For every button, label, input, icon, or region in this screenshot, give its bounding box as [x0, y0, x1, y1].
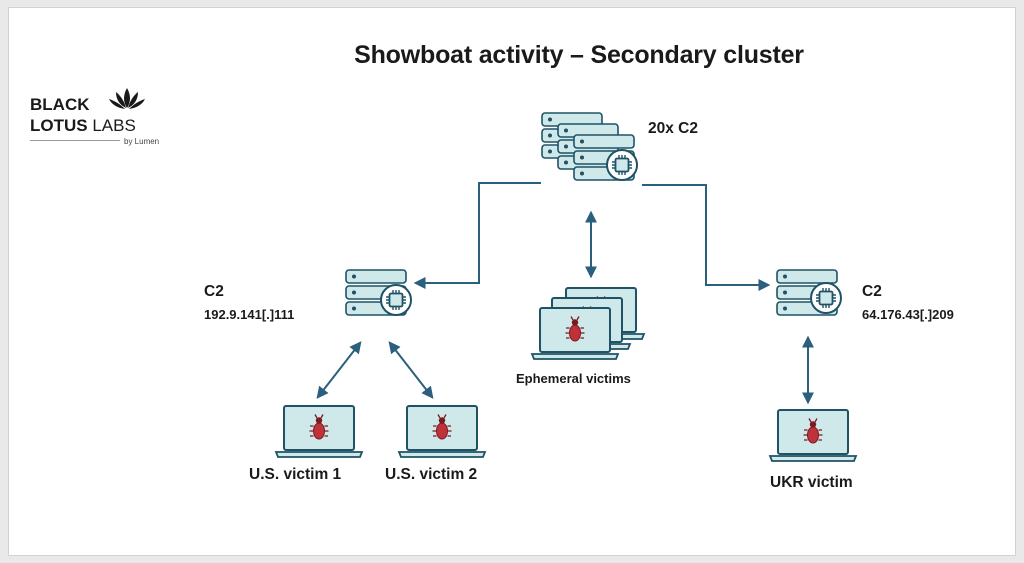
- logo-rule: [30, 140, 120, 141]
- diagram-frame: [8, 7, 1016, 556]
- logo-labs: LABS: [92, 116, 136, 135]
- connector-central-to-right-c2: [642, 184, 771, 291]
- logo-line-2: LOTUS LABS: [30, 117, 136, 134]
- us-victim-1-laptop-icon: [275, 405, 363, 458]
- us-victim-1-label: U.S. victim 1: [249, 466, 342, 483]
- logo-byline: by Lumen: [124, 137, 160, 146]
- ukr-victim-laptop-icon: [769, 409, 857, 462]
- lotus-icon: [109, 88, 145, 109]
- us-victim-2-laptop-icon: [398, 405, 486, 458]
- diagram-title: Showboat activity – Secondary cluster: [354, 41, 804, 69]
- connector-left-c2-us-victim-1: [316, 341, 362, 399]
- logo-line-1: BLACK: [30, 95, 90, 114]
- right-c2-server-icon: [776, 269, 842, 316]
- right-c2-label: C2: [862, 283, 882, 300]
- connectors: [316, 182, 814, 405]
- black-lotus-labs-logo: BLACK LOTUS LABS by Lumen: [30, 86, 170, 146]
- connector-central-to-left-c2: [413, 182, 541, 289]
- ephemeral-victims-icon: [531, 287, 645, 360]
- left-c2-server-icon: [345, 269, 412, 316]
- central-c2-label: 20x C2: [648, 120, 698, 137]
- logo-lotus: LOTUS: [30, 116, 88, 135]
- us-victim-2-label: U.S. victim 2: [385, 466, 478, 483]
- ukr-victim-label: UKR victim: [770, 474, 853, 491]
- central-c2-cluster-icon: [541, 112, 638, 181]
- connector-left-c2-us-victim-2: [388, 341, 434, 399]
- right-c2-address: 64.176.43[.]209: [862, 307, 954, 322]
- left-c2-label: C2: [204, 283, 224, 300]
- ephemeral-victims-label: Ephemeral victims: [516, 371, 631, 386]
- left-c2-address: 192.9.141[.]111: [204, 307, 295, 322]
